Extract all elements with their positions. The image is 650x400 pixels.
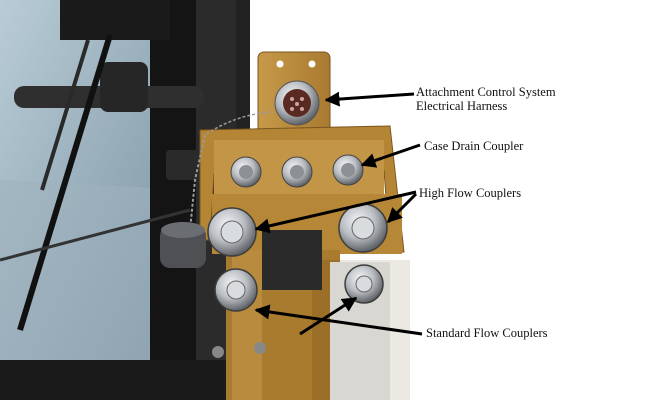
- arrow-high-flow-left: [254, 190, 417, 234]
- case-drain-label: Case Drain Coupler: [424, 139, 524, 153]
- high-flow-label: High Flow Couplers: [419, 186, 522, 200]
- standard-flow-label: Standard Flow Couplers: [426, 326, 548, 340]
- arrow-case-drain: [360, 143, 421, 168]
- arrow-harness: [324, 91, 415, 107]
- arrow-high-flow-right: [386, 192, 418, 224]
- electrical-harness-connector: [274, 80, 320, 126]
- callout-arrows: [254, 91, 423, 336]
- arrow-standard-right: [299, 296, 358, 336]
- harness-label: Attachment Control System Electrical Har…: [416, 85, 556, 113]
- case-drain-coupler: [230, 154, 364, 188]
- dust-cap: [160, 111, 271, 268]
- mount-bolts: [212, 342, 266, 358]
- harness-label-line1: Attachment Control System: [416, 85, 556, 99]
- arrow-standard-left: [254, 304, 423, 336]
- machine-cab: [0, 0, 250, 400]
- standard-flow-couplers: [214, 264, 384, 312]
- harness-label-line2: Electrical Harness: [416, 99, 508, 113]
